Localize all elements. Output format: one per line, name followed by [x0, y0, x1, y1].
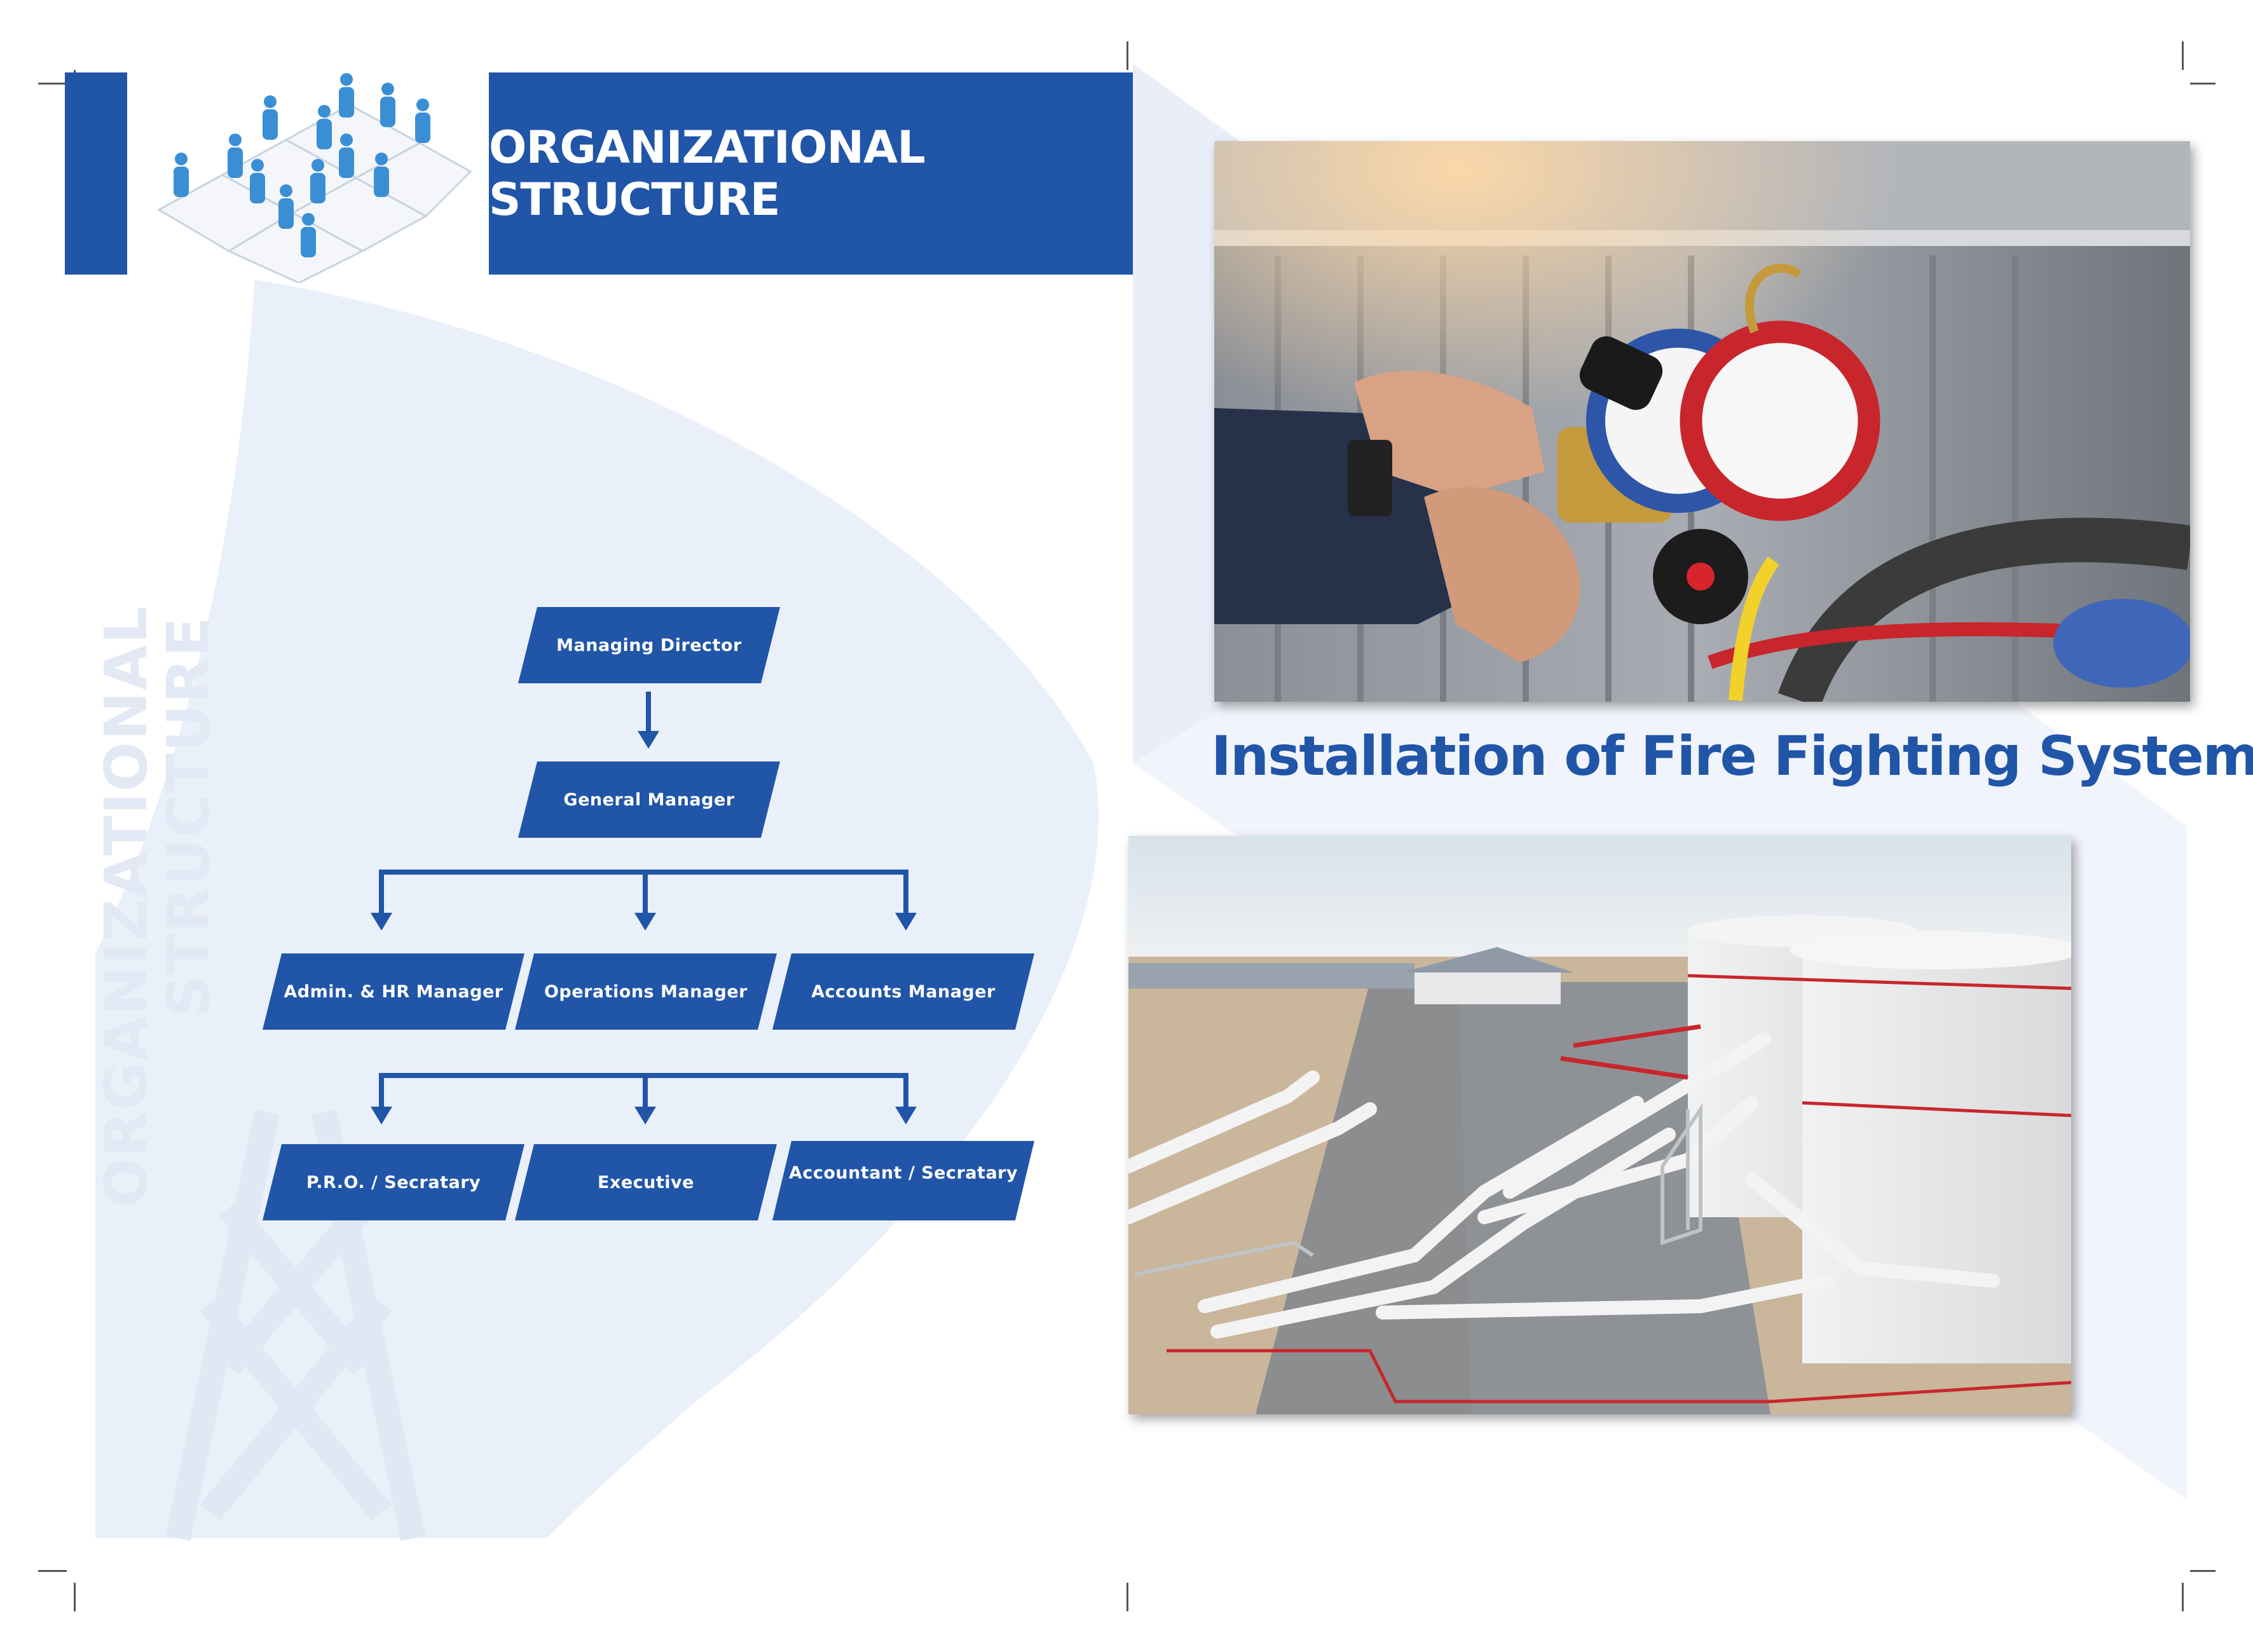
org-box-executive: Executive [515, 1144, 777, 1220]
org-box-label: Accounts Manager [811, 981, 996, 1002]
org-box-label: P.R.O. / Secratary [306, 1172, 481, 1192]
org-box-label: General Manager [563, 789, 735, 810]
org-box-operations-manager: Operations Manager [515, 953, 777, 1030]
people-network-icon [156, 73, 472, 283]
org-box-label: Operations Manager [544, 981, 748, 1002]
crop-mark [2190, 1570, 2215, 1572]
org-box-label: Accountant / Secratary [788, 1163, 1018, 1183]
photo-fuel-tank-plant [1128, 836, 2071, 1414]
header-accent-bar [65, 72, 127, 275]
photo-pressure-gauges [1214, 141, 2190, 702]
crop-mark [1126, 41, 1128, 70]
header-title-bar: ORGANIZATIONAL STRUCTURE [489, 72, 1133, 275]
crop-mark [2182, 41, 2184, 70]
org-chart-connectors [371, 692, 917, 1124]
org-box-label: Admin. & HR Manager [284, 981, 503, 1002]
crop-mark [1126, 1583, 1128, 1611]
crop-mark [2182, 1583, 2184, 1611]
org-box-managing-director: Managing Director [518, 607, 780, 683]
section-title: Installation of Fire Fighting System [1211, 725, 2253, 788]
org-box-pro-secretary: P.R.O. / Secratary [263, 1144, 524, 1220]
org-box-accountant-secretary: Accountant / Secratary [772, 1141, 1034, 1220]
org-box-label: Managing Director [556, 635, 742, 655]
org-box-label: Executive [598, 1172, 694, 1192]
crop-mark [38, 83, 67, 85]
page-title: ORGANIZATIONAL STRUCTURE [489, 121, 926, 226]
crop-mark [2190, 83, 2215, 85]
org-box-general-manager: General Manager [518, 761, 780, 838]
org-box-admin-hr-manager: Admin. & HR Manager [263, 953, 524, 1030]
crop-mark [38, 1570, 67, 1572]
crop-mark [74, 1583, 76, 1611]
org-box-accounts-manager: Accounts Manager [772, 953, 1034, 1030]
